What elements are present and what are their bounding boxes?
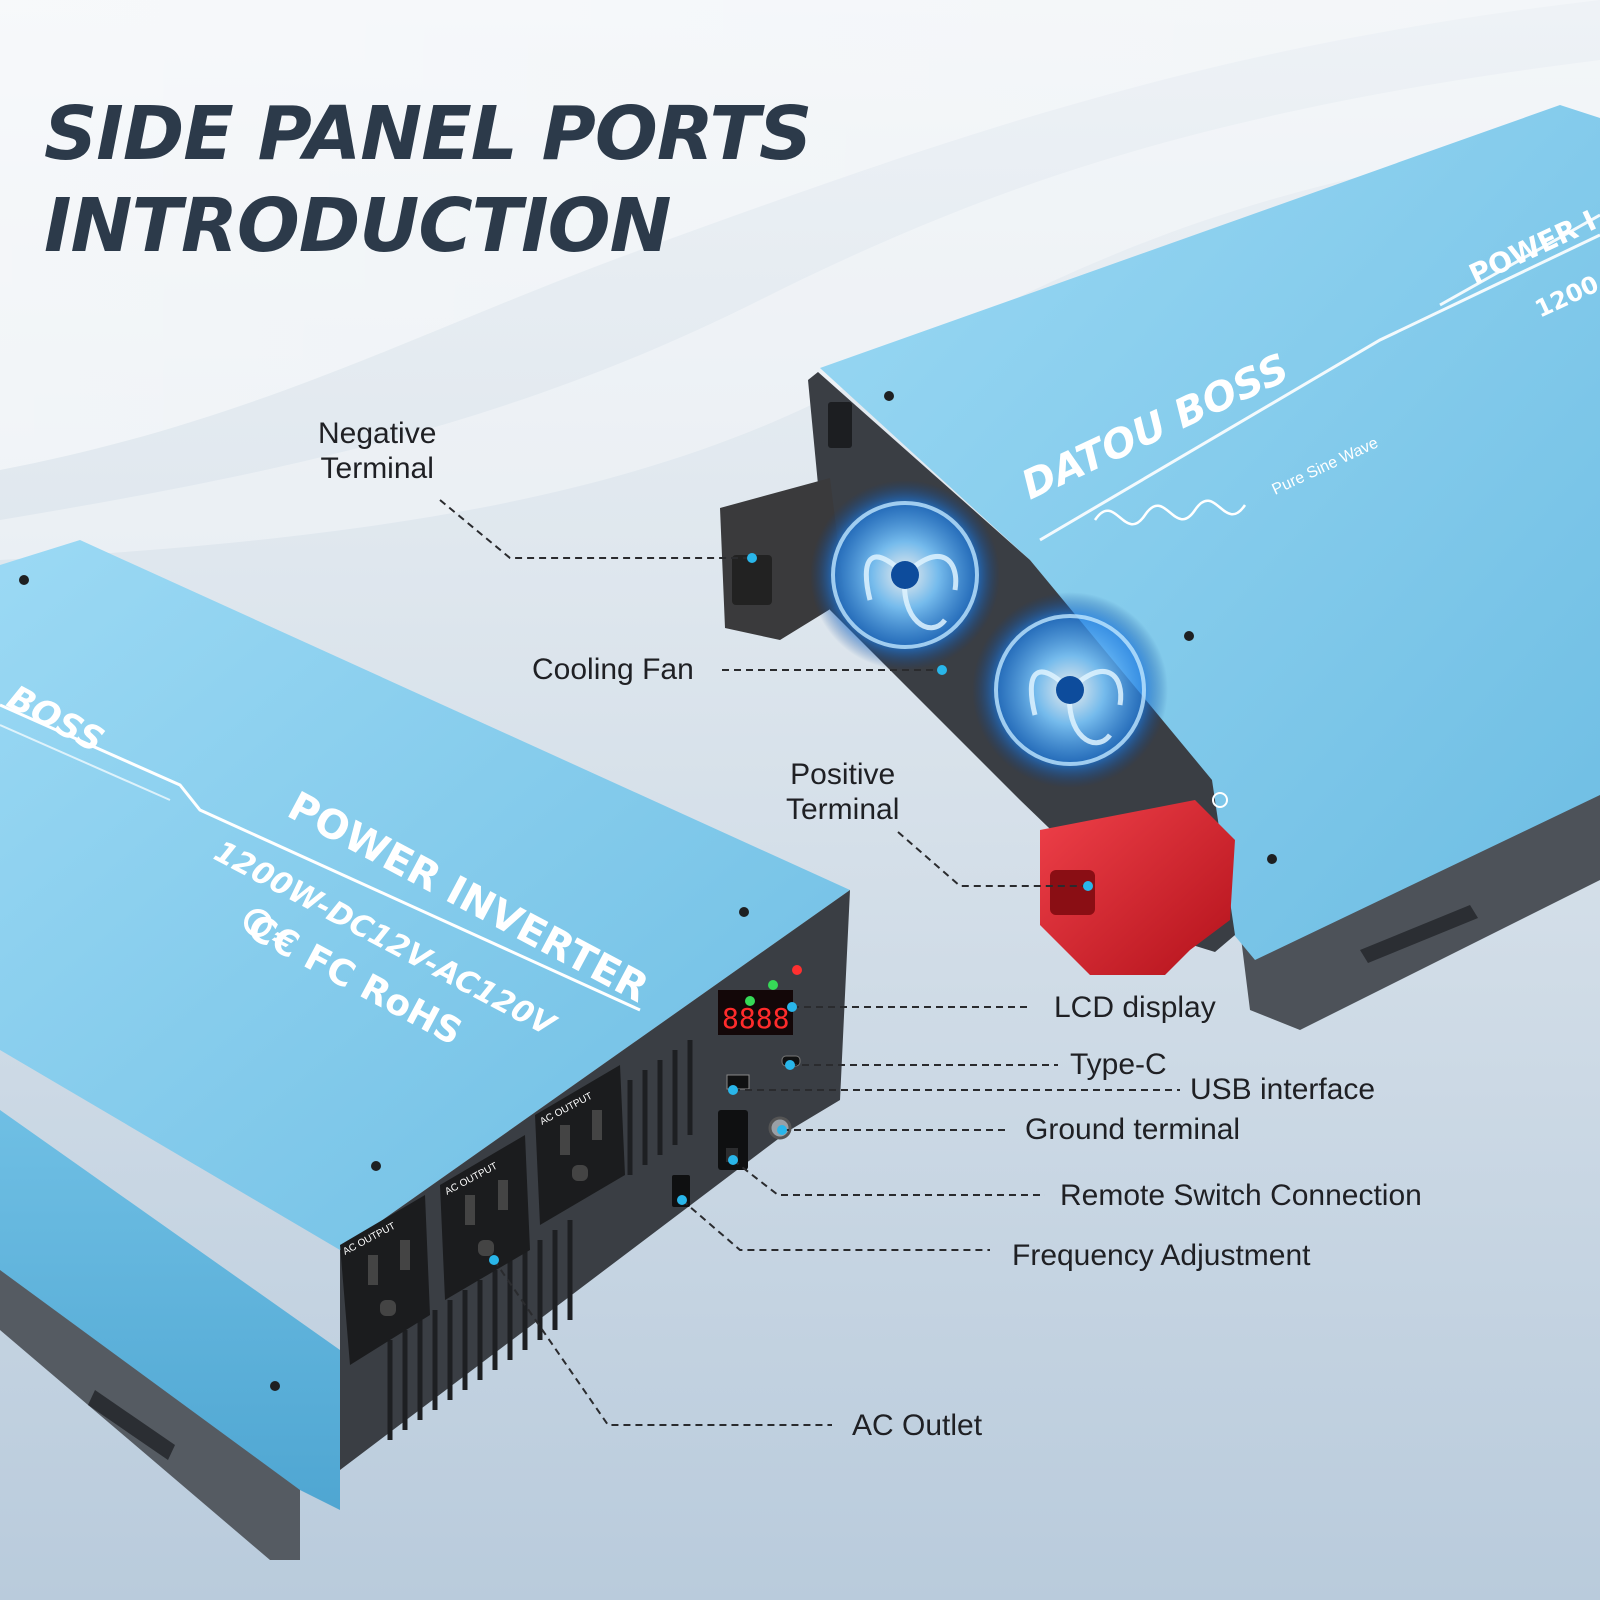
sine-wave-graphic (1093, 499, 1247, 526)
ac-outlet-1: AC OUTPUT (340, 1195, 430, 1365)
cooling-fan-2 (972, 592, 1168, 788)
lower-top-face (0, 540, 850, 1250)
callout-leaders (439, 499, 1180, 1426)
screw (270, 1381, 280, 1391)
positive-terminal-label-line-2: Terminal (786, 793, 900, 826)
screw (19, 575, 29, 585)
trim-line-2 (1439, 213, 1600, 307)
screw (1184, 631, 1194, 641)
lcd-screen (718, 990, 793, 1035)
positive-terminal-label-line-1: Positive (790, 758, 896, 791)
positive-terminal-label: Positive Terminal (786, 757, 899, 827)
positive-terminal (1040, 800, 1235, 975)
background-wave-2 (0, 60, 1600, 560)
negative-terminal-label-line-1: Negative (318, 417, 437, 450)
cooling-fan-1 (810, 480, 1000, 670)
leader-negative (439, 499, 752, 559)
screw (1267, 854, 1277, 864)
negative-terminal-label-line-2: Terminal (320, 452, 434, 485)
ac-outlet-label: AC Outlet (852, 1409, 983, 1442)
status-led-green (768, 980, 778, 990)
leader-ac-outlet (493, 1259, 832, 1426)
upper-top-face (820, 105, 1600, 960)
remote-switch-label: Remote Switch Connection (1060, 1179, 1422, 1212)
type-c-label: Type-C (1070, 1048, 1167, 1081)
bracket-slot (1360, 905, 1478, 963)
remote-switch-port (718, 1110, 748, 1170)
lcd-display-label: LCD display (1054, 991, 1216, 1024)
screw (371, 1161, 381, 1171)
ac-outlet-3: AC OUTPUT (535, 1065, 625, 1225)
positive-symbol-icon (1212, 792, 1228, 808)
cooling-fan-label: Cooling Fan (532, 653, 694, 686)
lcd-readout: 8888 (722, 1002, 789, 1035)
negative-terminal-label: Negative Terminal (318, 416, 436, 486)
trim-line (0, 703, 641, 1012)
negative-terminal-slot (732, 555, 772, 605)
power-switch (828, 402, 852, 448)
page-title-line-2: INTRODUCTION (44, 183, 672, 269)
leader-frequency (681, 1199, 990, 1251)
trim-line (1039, 233, 1600, 542)
page-title: SIDE PANEL PORTS INTRODUCTION (44, 88, 812, 272)
lower-side-face (0, 1110, 340, 1510)
screw (884, 391, 894, 401)
vent-grille (387, 1040, 693, 1440)
background-wave (0, 0, 1600, 470)
positive-terminal-slot (1050, 870, 1095, 915)
page-title-line-1: SIDE PANEL PORTS (44, 91, 812, 177)
screw (739, 907, 749, 917)
callout-dots (489, 553, 1093, 1265)
usb-interface-label: USB interface (1190, 1073, 1376, 1106)
bracket-slot (88, 1390, 175, 1460)
frequency-adjustment-label: Frequency Adjustment (1012, 1239, 1311, 1272)
ground-terminal-label: Ground terminal (1025, 1113, 1241, 1146)
status-led-red (792, 965, 802, 975)
status-led-green (745, 996, 755, 1006)
recycle-icon (244, 909, 272, 937)
inverter-upper: DATOU BOSS Pure Sine Wave POWER I 1200 (720, 105, 1600, 1030)
leader-positive (897, 831, 1088, 887)
trim-line-2 (0, 724, 171, 801)
